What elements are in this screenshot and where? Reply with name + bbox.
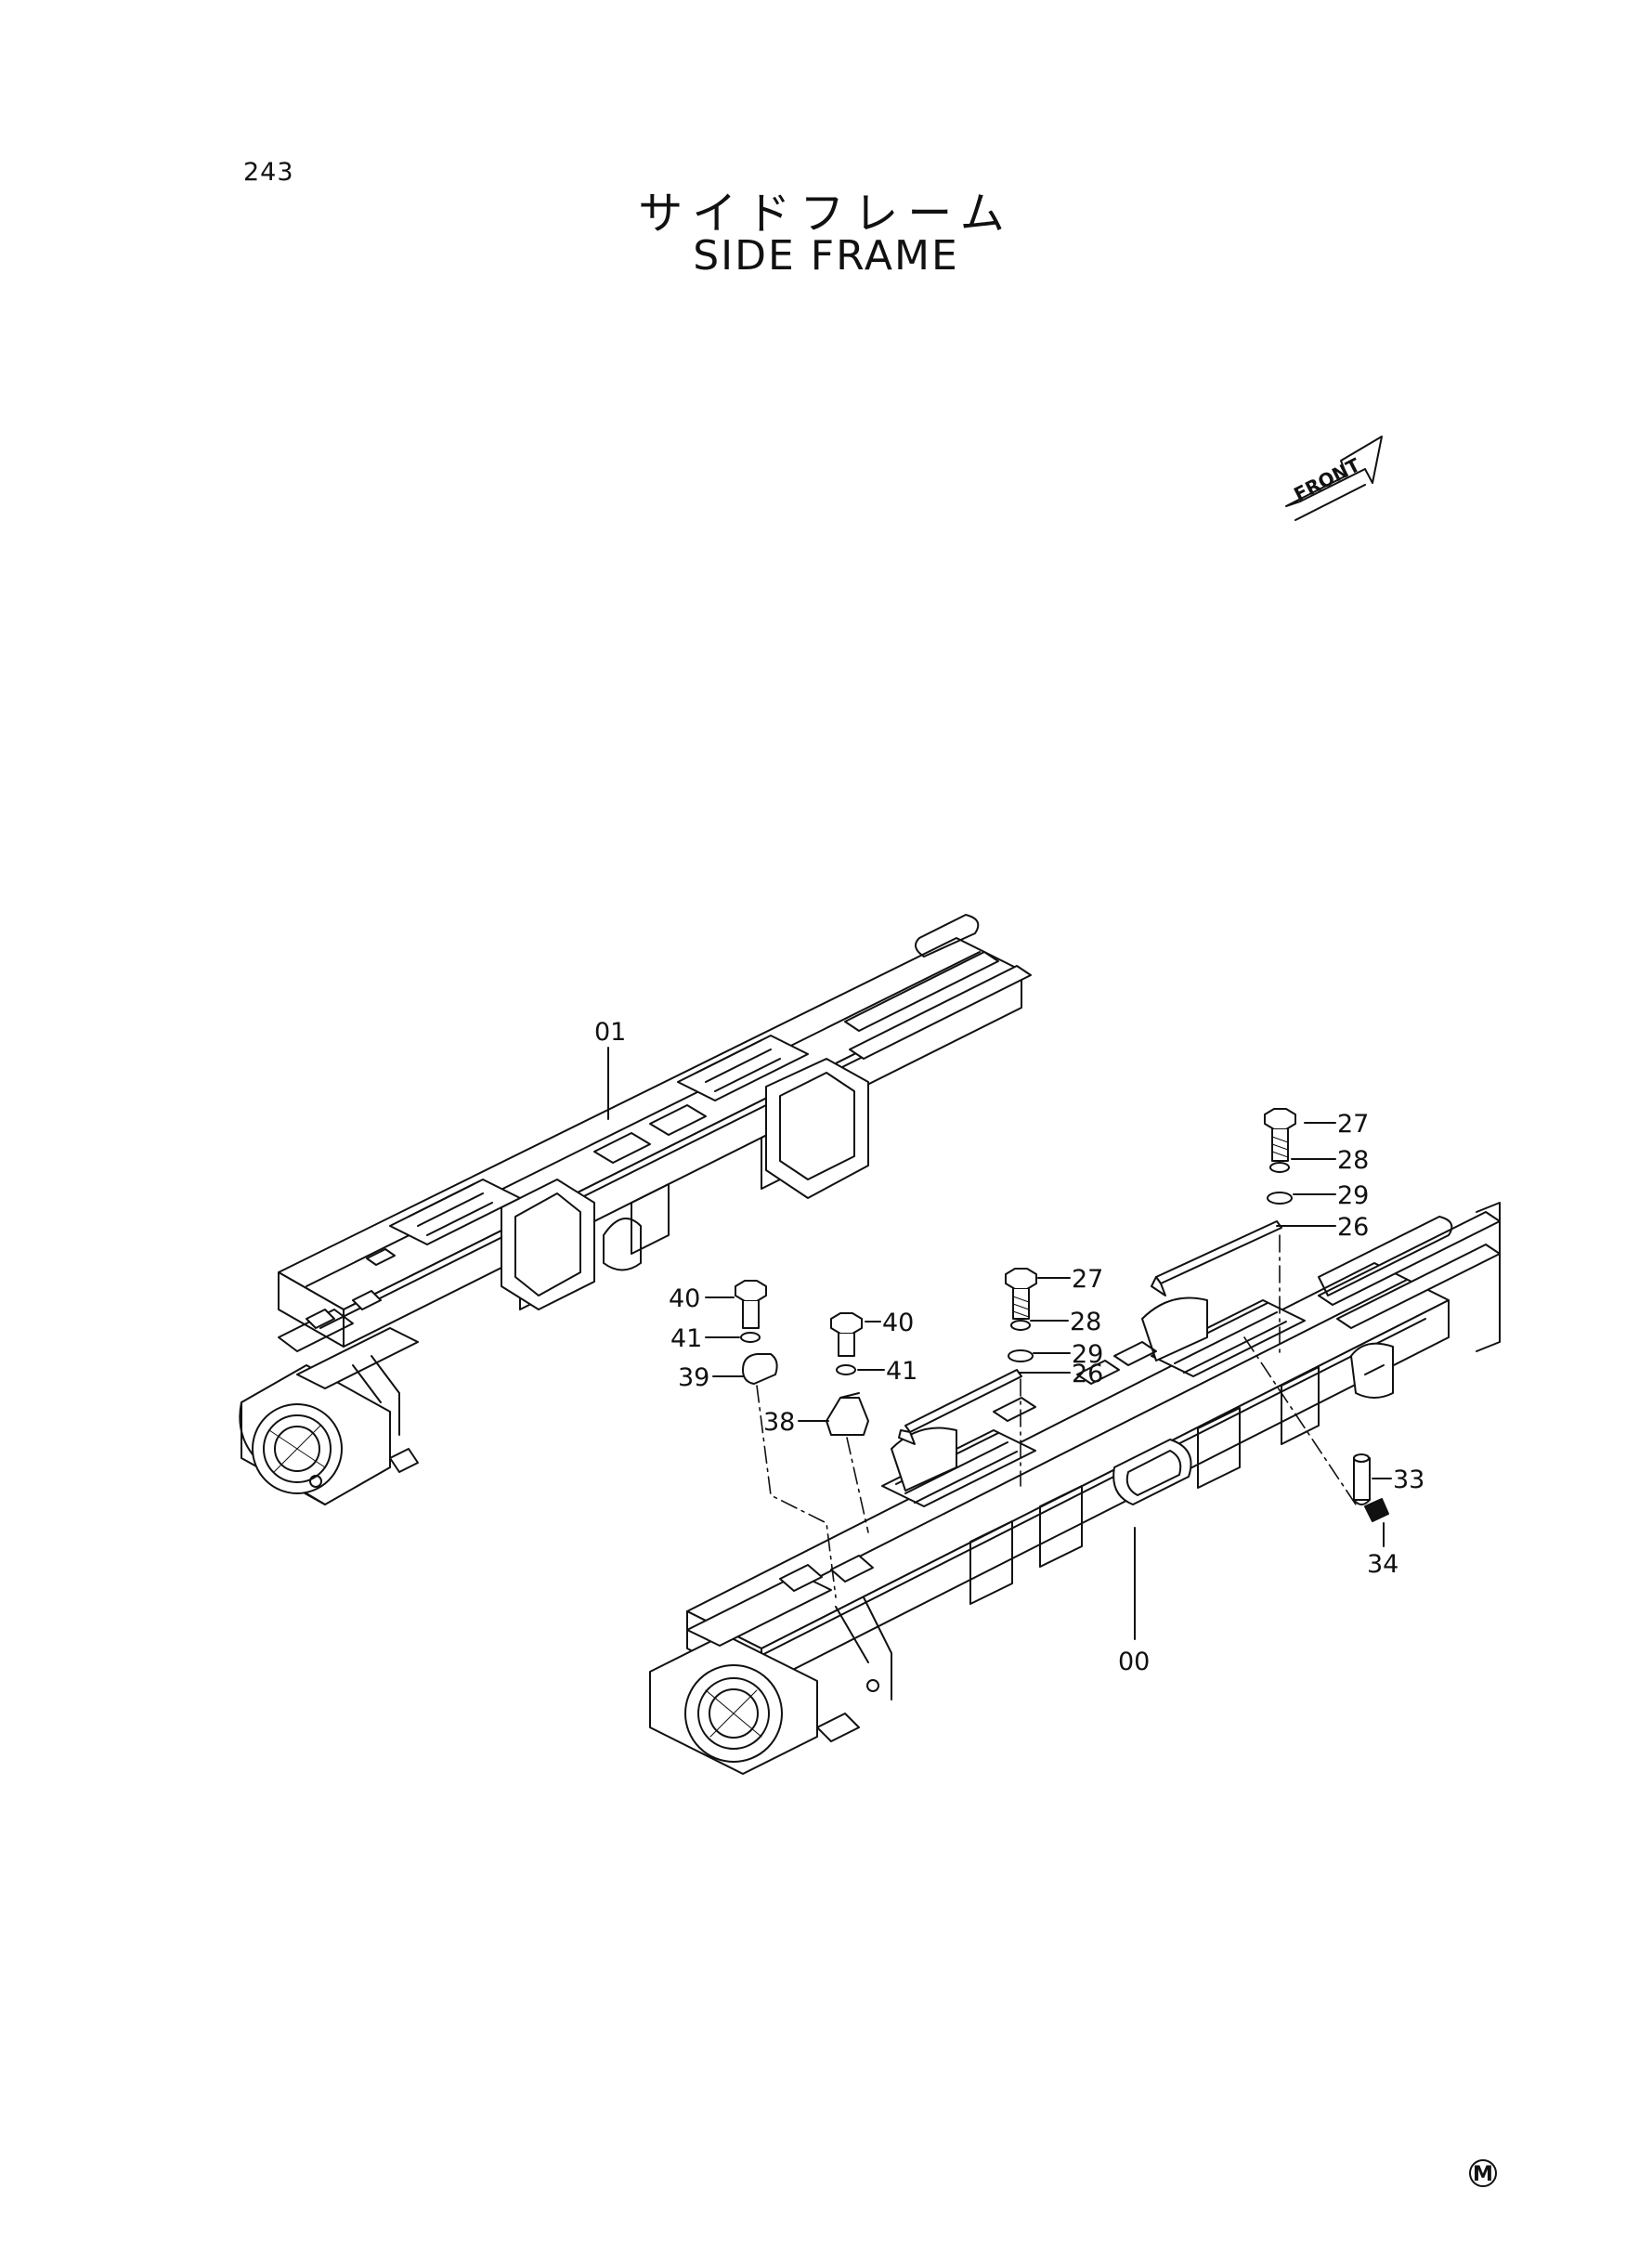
part-label-00: 00: [1118, 1648, 1150, 1676]
part-label-33: 33: [1393, 1466, 1424, 1494]
spring-washer-icon: [1010, 1320, 1031, 1331]
part-label-27-lower: 27: [1072, 1265, 1103, 1294]
corner-mark-icon: M: [1469, 2159, 1497, 2187]
clip-icon: [1364, 1498, 1389, 1522]
bolt-icon: [830, 1312, 863, 1357]
pin-icon: [1353, 1457, 1371, 1501]
svg-text:M: M: [1473, 2163, 1493, 2186]
bolt-icon: [1005, 1268, 1037, 1320]
part-label-28-upper: 28: [1337, 1146, 1369, 1175]
part-label-38: 38: [763, 1408, 795, 1437]
plate-icon: [904, 1369, 1022, 1433]
assembly-lines: [756, 1234, 1357, 1598]
spring-washer-icon: [836, 1364, 856, 1375]
part-label-29-lower: 29: [1072, 1340, 1103, 1369]
page-number: 243: [243, 158, 294, 187]
bolt-icon: [1264, 1108, 1296, 1162]
side-frame-lower: [649, 1202, 1501, 1775]
part-label-27-upper: 27: [1337, 1110, 1369, 1139]
part-label-41-middle: 41: [886, 1357, 917, 1386]
part-label-01: 01: [594, 1018, 626, 1047]
title-english: SIDE FRAME: [693, 232, 959, 280]
washer-icon: [1267, 1192, 1293, 1205]
bracket-icon: [826, 1397, 869, 1436]
part-label-34: 34: [1367, 1550, 1398, 1579]
leader-lines: [607, 1047, 1392, 1640]
part-label-39: 39: [678, 1363, 709, 1392]
bolt-icon: [735, 1280, 767, 1329]
part-label-28-lower: 28: [1070, 1308, 1101, 1336]
plate-icon: [1155, 1220, 1282, 1284]
front-label: FRONT: [1290, 453, 1363, 505]
spring-washer-icon: [740, 1332, 761, 1343]
side-frame-upper: [239, 914, 1032, 1505]
washer-icon: [1008, 1349, 1034, 1362]
part-label-26-lower: 26: [1072, 1360, 1103, 1388]
part-label-40-left: 40: [669, 1284, 700, 1313]
title-japanese: サイドフレーム: [638, 188, 1014, 240]
block-icon: [742, 1353, 778, 1385]
front-arrow-icon: [1285, 436, 1383, 521]
part-label-40-middle: 40: [882, 1309, 914, 1337]
part-label-41-left: 41: [670, 1324, 702, 1353]
spring-washer-icon: [1269, 1162, 1290, 1173]
part-label-26-upper: 26: [1337, 1213, 1369, 1242]
part-label-29-upper: 29: [1337, 1181, 1369, 1210]
